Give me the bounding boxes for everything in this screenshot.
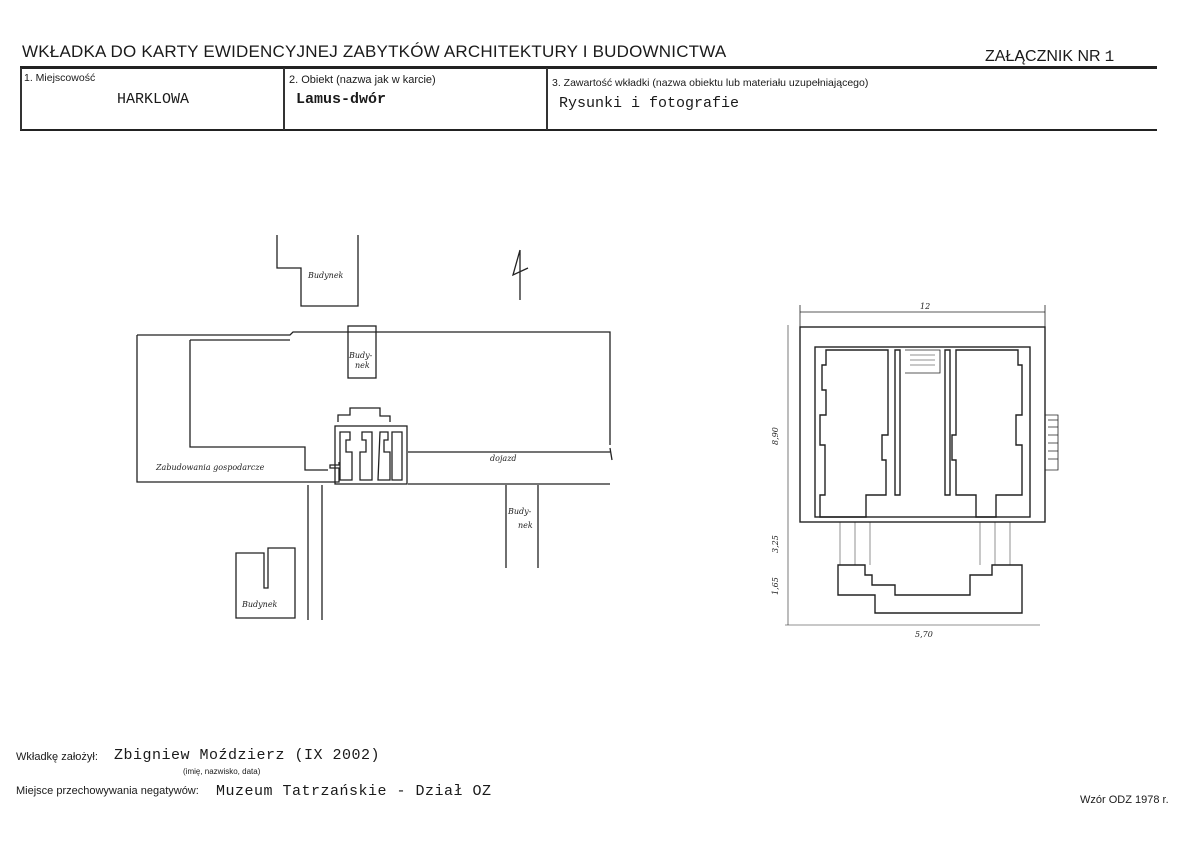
floor-plan-drawing: 12 8,90 3,25 1,65 5,70: [771, 302, 1059, 639]
form-model: Wzór ODZ 1978 r.: [1080, 794, 1169, 806]
negatives-label: Miejsce przechowywania negatywów:: [16, 785, 199, 797]
header-bottom-rule: [20, 129, 1157, 131]
site-plan-drawing: Budynek Budy- nek Zabudowania gospodarcz…: [136, 235, 613, 620]
object-label: 2. Obiekt (nazwa jak w karcie): [289, 74, 436, 86]
content-value: Rysunki i fotografie: [559, 95, 740, 112]
label-budynek-right-1: Budy-: [507, 507, 532, 516]
content-label: 3. Zawartość wkładki (nazwa obiektu lub …: [552, 77, 869, 89]
floor-dim-bottom: 5,70: [915, 630, 933, 639]
author-label: Wkładkę założył:: [16, 751, 98, 763]
object-value: Lamus-dwór: [296, 91, 387, 108]
north-arrow-icon: [511, 249, 529, 300]
field-divider-3: [546, 68, 548, 130]
locality-value: HARKLOWA: [117, 91, 190, 108]
floor-dim-left-3: 1,65: [771, 577, 780, 595]
floor-dim-left-2: 3,25: [771, 535, 780, 553]
author-note: (imię, nazwisko, data): [183, 767, 261, 776]
negatives-value: Muzeum Tatrzańskie - Dział OZ: [216, 783, 492, 800]
field-divider-1: [20, 68, 22, 130]
label-budynek-mid-1: Budy-: [348, 351, 373, 360]
field-divider-2: [283, 68, 285, 130]
label-budynek-top: Budynek: [307, 271, 344, 280]
label-budynek-mid-2: nek: [355, 361, 370, 370]
annex-label-text: ZAŁĄCZNIK NR: [985, 48, 1101, 65]
form-title: WKŁADKA DO KARTY EWIDENCYJNEJ ZABYTKÓW A…: [22, 42, 727, 61]
header-top-rule: [20, 66, 1157, 69]
floor-dim-left-1: 8,90: [771, 427, 780, 445]
label-budynek-right-2: nek: [518, 521, 533, 530]
label-budynek-bottom: Budynek: [241, 600, 278, 609]
label-dojazd: dojazd: [490, 454, 517, 463]
floor-dim-top: 12: [920, 302, 930, 311]
label-zabudowania: Zabudowania gospodarcze: [155, 463, 265, 472]
annex-number: 1: [1104, 48, 1115, 66]
author-value: Zbigniew Moździerz (IX 2002): [114, 747, 381, 764]
locality-label: 1. Miejscowość: [24, 72, 96, 84]
